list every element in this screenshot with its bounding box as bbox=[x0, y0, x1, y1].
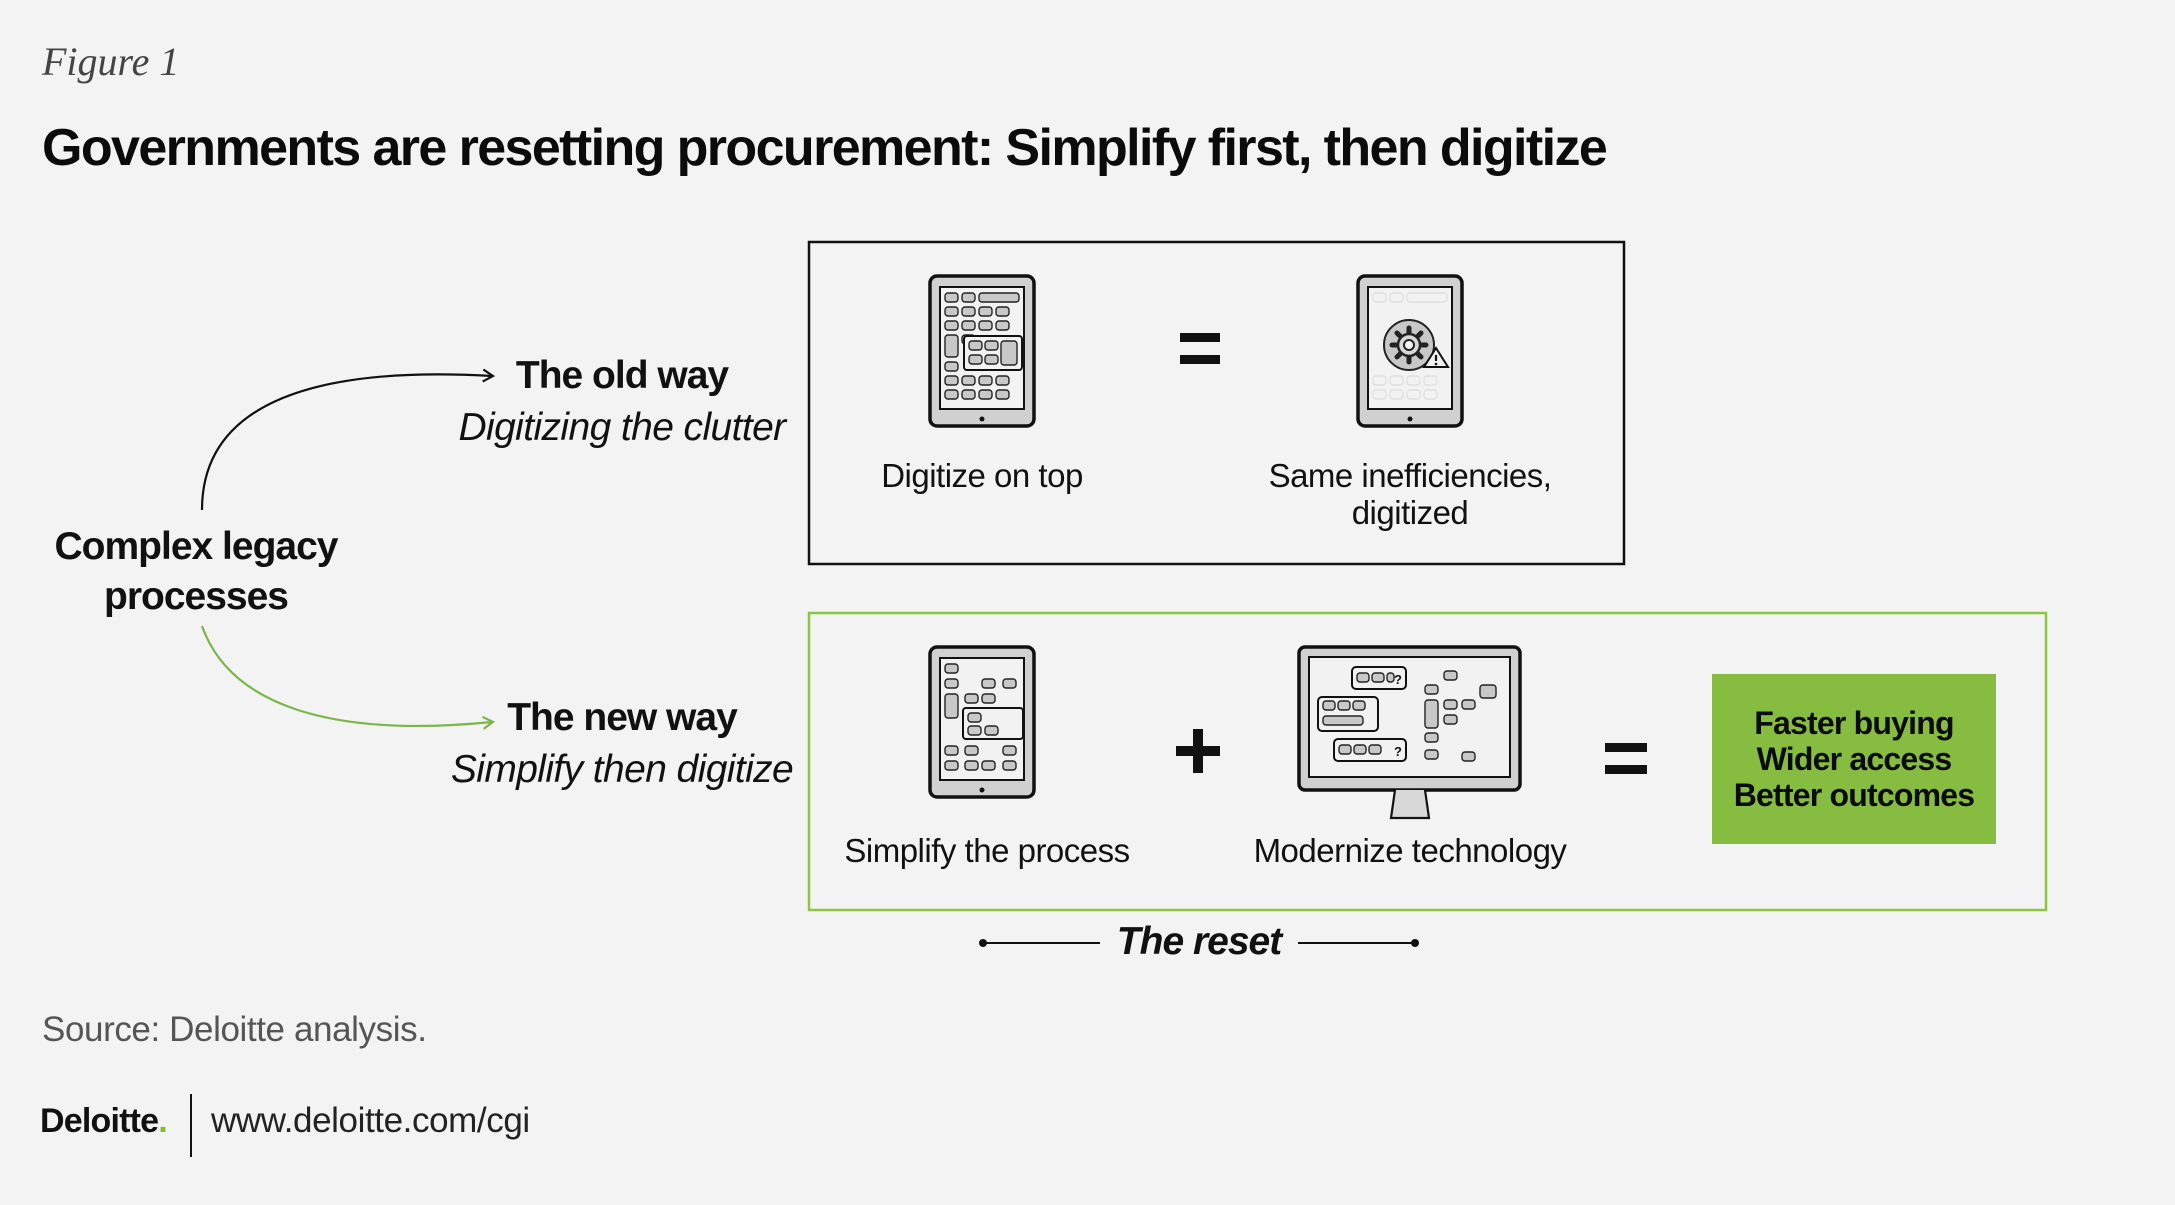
new-way-box bbox=[807, 611, 2048, 912]
outcome-wider-access: Wider access bbox=[1756, 741, 1952, 777]
modernize-technology-caption: Modernize technology bbox=[1253, 832, 1567, 869]
reset-label: The reset bbox=[1116, 920, 1282, 963]
outcome-faster-buying: Faster buying bbox=[1754, 705, 1954, 741]
same-inefficiencies-line2: digitized bbox=[1351, 494, 1469, 531]
plus-symbol bbox=[1176, 729, 1220, 773]
source-note: Source: Deloitte analysis. bbox=[42, 1010, 427, 1049]
old-way-box bbox=[807, 240, 1626, 566]
outcomes-box-fill bbox=[1712, 674, 1996, 844]
digitize-on-top-caption: Digitize on top bbox=[881, 457, 1083, 494]
gear-warning-tablet-icon bbox=[1356, 274, 1464, 428]
new-way-heading: The new way bbox=[507, 696, 738, 739]
simplify-process-caption: Simplify the process bbox=[844, 832, 1130, 869]
deloitte-logo-text: Deloitte bbox=[40, 1102, 159, 1140]
reset-bracket-left-dot bbox=[979, 939, 987, 947]
cluttered-tablet-icon bbox=[928, 274, 1036, 428]
figure-title: Governments are resetting procurement: S… bbox=[42, 119, 1608, 177]
same-inefficiencies-line1: Same inefficiencies, bbox=[1268, 457, 1552, 494]
origin-label-line2: processes bbox=[104, 575, 289, 618]
outcomes-box: Faster buying Wider access Better outcom… bbox=[1712, 674, 1996, 844]
svg-text:?: ? bbox=[1394, 672, 1402, 687]
modern-monitor-icon: ? ? bbox=[1297, 645, 1522, 820]
old-way-equals-symbol bbox=[1180, 333, 1220, 364]
outcome-better-outcomes: Better outcomes bbox=[1733, 777, 1975, 813]
old-way-heading: The old way bbox=[515, 354, 729, 397]
svg-text:?: ? bbox=[1394, 744, 1402, 759]
figure-label: Figure 1 bbox=[42, 39, 180, 84]
simplified-tablet-icon bbox=[928, 645, 1036, 799]
same-inefficiencies-caption: Same inefficiencies, digitized bbox=[1230, 457, 1590, 531]
deloitte-logo: Deloitte. bbox=[40, 1102, 168, 1141]
reset-bracket-right-dot bbox=[1411, 939, 1419, 947]
new-way-equals-symbol bbox=[1605, 743, 1647, 774]
deloitte-url-link[interactable]: www.deloitte.com/cgi bbox=[211, 1101, 530, 1140]
origin-label: Complex legacy processes bbox=[46, 522, 346, 622]
deloitte-logo-dot: . bbox=[158, 1102, 167, 1140]
old-way-subheading: Digitizing the clutter bbox=[458, 406, 786, 449]
new-way-arrow bbox=[200, 625, 496, 730]
old-way-arrow bbox=[200, 368, 496, 511]
new-way-subheading: Simplify then digitize bbox=[450, 748, 794, 791]
origin-label-line1: Complex legacy bbox=[54, 525, 339, 568]
